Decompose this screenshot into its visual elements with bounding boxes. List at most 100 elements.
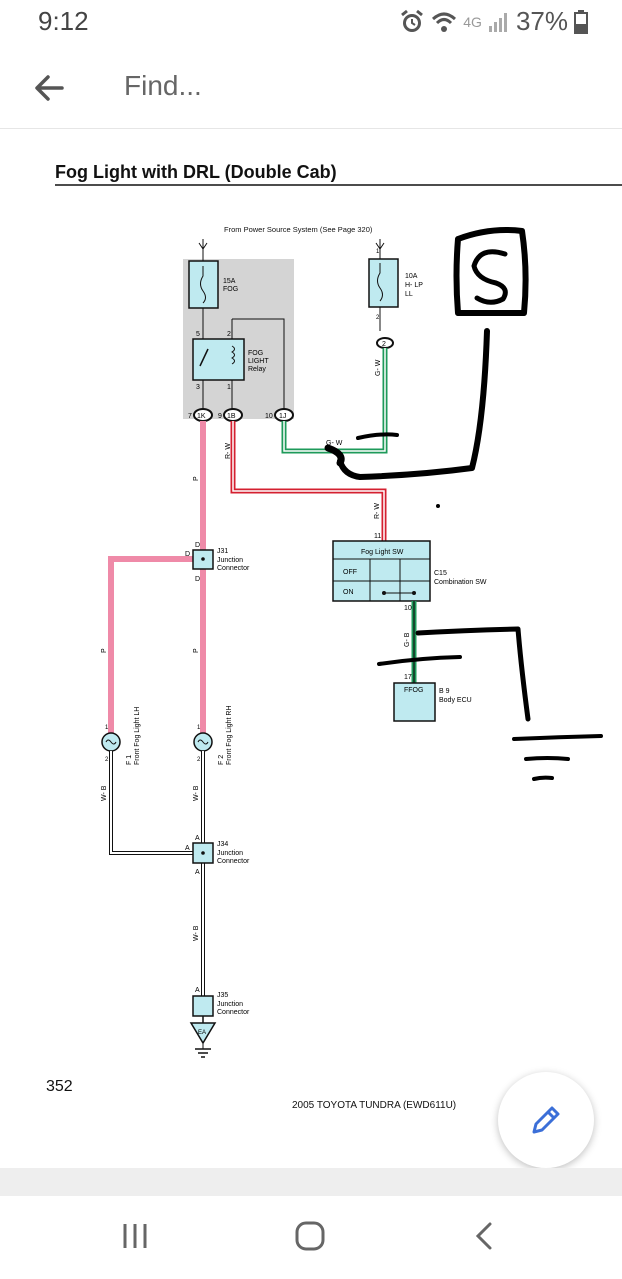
chevron-left-icon [475, 1222, 492, 1250]
fog-light-switch [332, 540, 431, 602]
connector-1b: 1B [223, 408, 243, 422]
relay-switch [199, 348, 209, 367]
relay-pin1: 1 [227, 384, 231, 391]
home-icon [295, 1221, 325, 1251]
ecu-pin: 17 [404, 674, 412, 681]
wire-p-branch [108, 556, 193, 734]
pin-7: 7 [188, 413, 192, 420]
wire-rw-label: R- W [225, 443, 232, 459]
handwritten-annotations [324, 227, 603, 781]
nav-back-button[interactable] [460, 1216, 510, 1260]
f1-name: Front Fog Light LH [134, 707, 141, 765]
front-fog-light-lh [101, 732, 121, 752]
battery-icon [574, 9, 588, 34]
wire-p-label-2: P [193, 648, 200, 653]
ground-label: EA [198, 1030, 206, 1036]
fuse-hlp-element [377, 263, 383, 302]
doc-footer: 2005 TOYOTA TUNDRA (EWD611U) [292, 1100, 456, 1111]
ecu-ffog: FFOG [404, 687, 423, 694]
connector-1j-label: 1J [279, 413, 286, 420]
relay-label-2: LIGHT [248, 358, 269, 365]
status-icons: 4G 37% [399, 6, 588, 37]
fog-sw-off: OFF [343, 569, 357, 576]
system-nav-bar [0, 1196, 622, 1279]
fuse-hlp-pin-top: 1 [376, 249, 380, 255]
relay-pin5: 5 [196, 331, 200, 338]
document-viewer[interactable]: Fog Light with DRL (Double Cab) From Pow… [0, 128, 622, 1169]
wire-p-label-1: P [193, 476, 200, 481]
fog-sw-pin11: 11 [374, 533, 381, 540]
f1-code: F 1 [126, 755, 133, 765]
fuse-hlp-name1: H- LP [405, 282, 423, 289]
wire-wb-label-1: W- B [101, 785, 108, 801]
relay-label-3: Relay [248, 366, 266, 373]
back-button[interactable] [28, 66, 72, 110]
body-ecu [393, 682, 436, 722]
fuse-fog-name: FOG [223, 286, 238, 293]
rh-pin1: 1 [197, 725, 201, 731]
f2-name: Front Fog Light RH [226, 705, 233, 765]
status-time: 9:12 [38, 6, 89, 36]
find-input[interactable]: Find... [124, 70, 202, 101]
j31-code: J31 [217, 548, 228, 555]
j31-name1: Junction [217, 557, 243, 564]
wire-gw-label-2: G- W [375, 359, 382, 376]
source-note: From Power Source System (See Page 320) [224, 225, 373, 234]
connector-1k-label: 1K [197, 413, 206, 420]
pin-9: 9 [218, 413, 222, 420]
recents-button[interactable] [110, 1216, 160, 1260]
j35-pin-a: A [195, 987, 200, 994]
status-bar: 9:12 4G 37% [0, 0, 622, 44]
wire-rw-label-2: R- W [374, 503, 381, 519]
j34-name1: Junction [217, 850, 243, 857]
signal-icon [488, 12, 507, 32]
relay-coil [231, 345, 235, 365]
rh-pin2: 2 [197, 757, 201, 763]
pin-10: 10 [265, 413, 273, 420]
fuse-hlp-name2: LL [405, 291, 413, 298]
j35-name1: Junction [217, 1001, 243, 1008]
wiring-diagram: Fog Light with DRL (Double Cab) From Pow… [46, 162, 622, 1111]
battery-percent: 37% [515, 6, 568, 36]
j35-connector [192, 995, 214, 1017]
j31-pin-d-left: D [185, 551, 190, 558]
home-button[interactable] [285, 1216, 335, 1260]
fuse-fog-element [200, 266, 206, 304]
relay-feed-1j [232, 318, 285, 409]
arrow-back-icon [35, 75, 64, 101]
ecu-code: B 9 [439, 688, 450, 695]
wire-p-label-3: P [101, 648, 108, 653]
relay-pin2: 2 [227, 331, 231, 338]
j34-code: J34 [217, 841, 228, 848]
relay-pin3: 3 [196, 384, 200, 391]
ecu-name: Body ECU [439, 697, 472, 704]
wire-wb-label-3: W- B [193, 925, 200, 941]
j31-pin-d-top: D [195, 542, 200, 549]
fuse-hlp-amp: 10A [405, 273, 418, 280]
j34-pin-a-top: A [195, 835, 200, 842]
front-fog-light-rh [193, 732, 213, 752]
wire-gw-label: G- W [326, 440, 343, 447]
j35-code: J35 [217, 992, 228, 999]
arrow-head-hlp [375, 242, 385, 250]
lh-pin2: 2 [105, 757, 109, 763]
connector-1j: 1J [274, 408, 294, 422]
wire-gb-label: G- B [404, 632, 411, 647]
fuse-fog-amp: 15A [223, 278, 236, 285]
connector-2: 2 [376, 337, 394, 349]
j34-name2: Connector [217, 858, 250, 865]
wire-wb [109, 751, 205, 1023]
fuse-hlp-pin-bottom: 2 [376, 315, 380, 321]
page-number: 352 [46, 1078, 73, 1095]
connector-1b-label: 1B [227, 413, 236, 420]
ground-ea [189, 1022, 217, 1058]
connector-1k: 1K [193, 408, 213, 422]
viewer-bottom-strip [0, 1168, 622, 1196]
pencil-icon [532, 1106, 560, 1134]
j31-node [201, 557, 205, 561]
fog-relay [192, 338, 245, 381]
edit-fab-button[interactable] [498, 1072, 594, 1168]
wire-rw-stripe [232, 421, 385, 541]
lh-pin1: 1 [105, 725, 109, 731]
wire-wb-label-2: W- B [193, 785, 200, 801]
